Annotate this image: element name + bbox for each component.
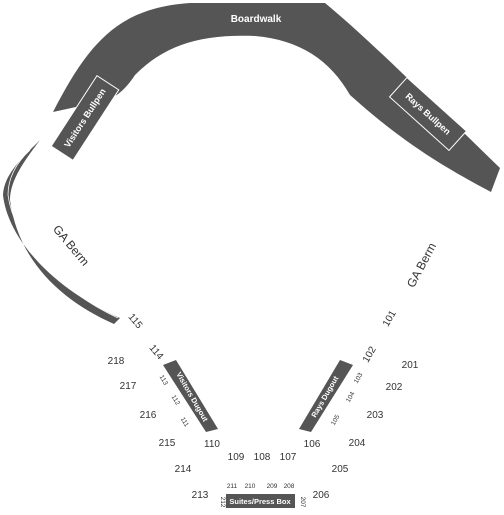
- section-214[interactable]: 214: [175, 464, 192, 475]
- section-110[interactable]: 110: [204, 439, 220, 450]
- ga-berm-strip[interactable]: [3, 140, 120, 324]
- section-213[interactable]: 213: [192, 490, 209, 501]
- section-211[interactable]: 211: [227, 483, 238, 490]
- suites-press-box-label: Suites/Press Box: [229, 497, 291, 506]
- section-207[interactable]: 207: [299, 497, 306, 508]
- section-202[interactable]: 202: [386, 382, 403, 393]
- section-115[interactable]: 115: [126, 312, 145, 332]
- section-102[interactable]: 102: [361, 344, 379, 364]
- section-203[interactable]: 203: [367, 410, 384, 421]
- suites-press-box[interactable]: [226, 494, 295, 508]
- section-204[interactable]: 204: [349, 438, 366, 449]
- section-215[interactable]: 215: [159, 438, 176, 449]
- section-111[interactable]: 111: [179, 416, 190, 428]
- section-201[interactable]: 201: [402, 360, 419, 371]
- rays-dugout-label: Rays Dugout: [309, 374, 340, 419]
- section-208[interactable]: 208: [284, 483, 295, 490]
- section-labels: 101 102 103 104 105 106 107 108 109 110 …: [108, 308, 419, 507]
- section-113[interactable]: 113: [158, 374, 169, 387]
- section-210[interactable]: 210: [245, 483, 256, 490]
- section-105[interactable]: 105: [330, 413, 342, 426]
- section-212[interactable]: 212: [219, 497, 226, 508]
- section-104[interactable]: 104: [345, 390, 357, 403]
- section-109[interactable]: 109: [228, 452, 245, 463]
- rays-dugout[interactable]: [299, 360, 353, 432]
- section-112[interactable]: 112: [170, 394, 181, 407]
- boardwalk-label: Boardwalk: [231, 14, 282, 25]
- section-209[interactable]: 209: [267, 483, 278, 490]
- section-108[interactable]: 108: [254, 452, 271, 463]
- section-217[interactable]: 217: [120, 381, 137, 392]
- ga-berm-left-label: GA Berm: [50, 222, 92, 268]
- visitors-dugout-label: Visitors Dugout: [174, 370, 210, 423]
- boardwalk-structure[interactable]: [53, 3, 500, 192]
- section-206[interactable]: 206: [313, 490, 330, 501]
- visitors-dugout[interactable]: [163, 360, 218, 432]
- section-205[interactable]: 205: [332, 464, 349, 475]
- section-107[interactable]: 107: [280, 452, 297, 463]
- ga-berm-divider: [7, 149, 119, 319]
- ga-berm-right-label: GA Berm: [404, 240, 439, 290]
- section-106[interactable]: 106: [304, 439, 321, 450]
- section-101[interactable]: 101: [381, 308, 399, 328]
- section-114[interactable]: 114: [147, 343, 166, 363]
- section-218[interactable]: 218: [108, 356, 125, 367]
- section-103[interactable]: 103: [353, 371, 365, 384]
- section-216[interactable]: 216: [140, 410, 157, 421]
